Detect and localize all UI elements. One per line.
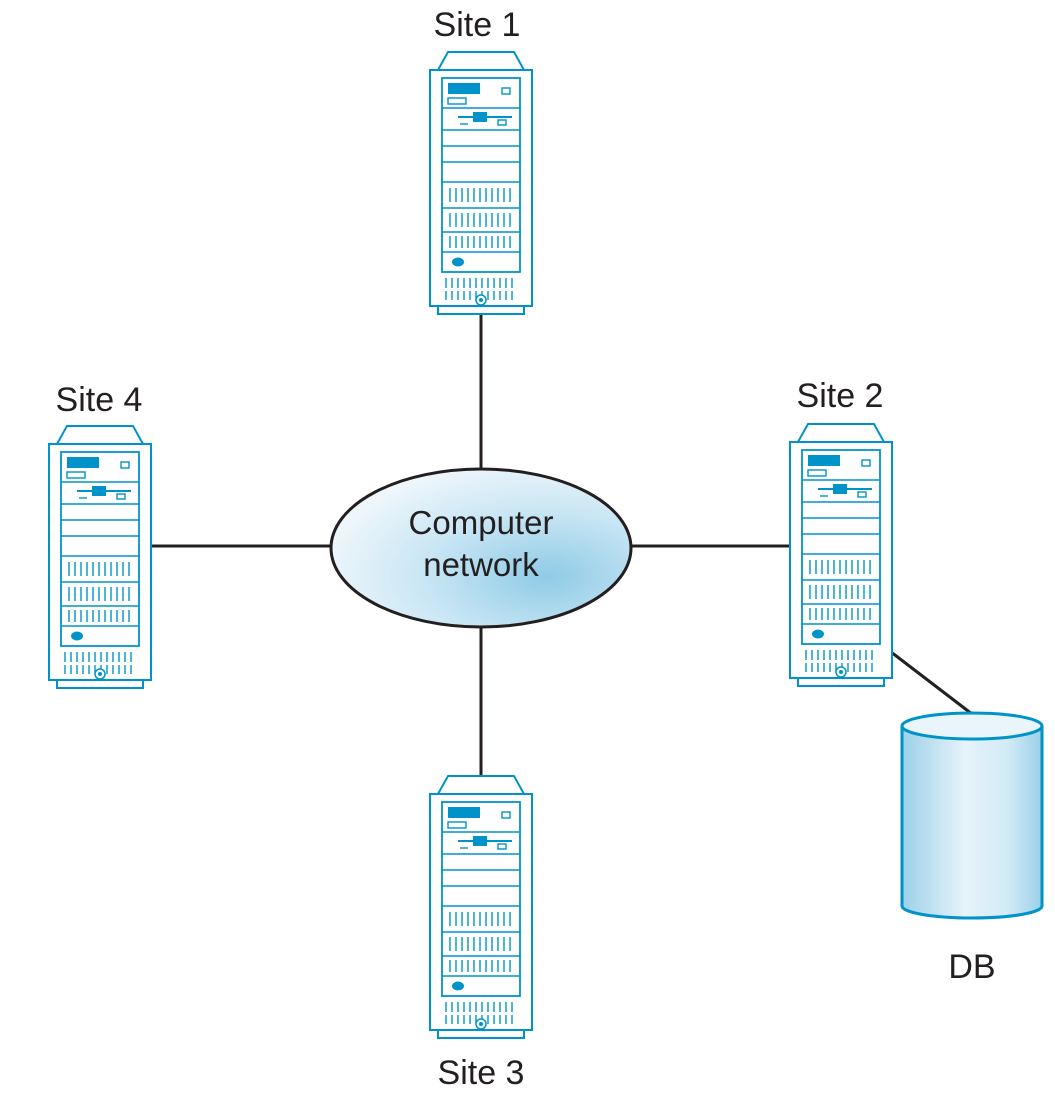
site-1-server-icon (429, 51, 533, 315)
site-4-server-icon (48, 425, 152, 689)
link-database (890, 650, 973, 716)
site-4: Site 4 (48, 381, 152, 689)
site-4-label: Site 4 (56, 381, 143, 419)
site-2: Site 2 (789, 377, 893, 687)
database-cylinder-top (900, 711, 1044, 741)
site-3-server-icon (429, 775, 533, 1039)
database: DB (900, 711, 1044, 986)
network-label-line-2: network (423, 546, 539, 583)
site-1-label: Site 1 (434, 6, 521, 44)
site-2-label: Site 2 (797, 377, 884, 415)
network-ellipse (329, 467, 633, 629)
database-cylinder-icon (900, 726, 1044, 920)
computer-network: Computer network (329, 467, 633, 629)
network-label-line-1: Computer (409, 504, 554, 541)
network-links (152, 312, 973, 778)
site-3: Site 3 (429, 775, 533, 1092)
site-2-server-icon (789, 423, 893, 687)
site-1: Site 1 (429, 6, 533, 315)
site-3-label: Site 3 (438, 1054, 525, 1092)
database-label: DB (948, 948, 995, 986)
